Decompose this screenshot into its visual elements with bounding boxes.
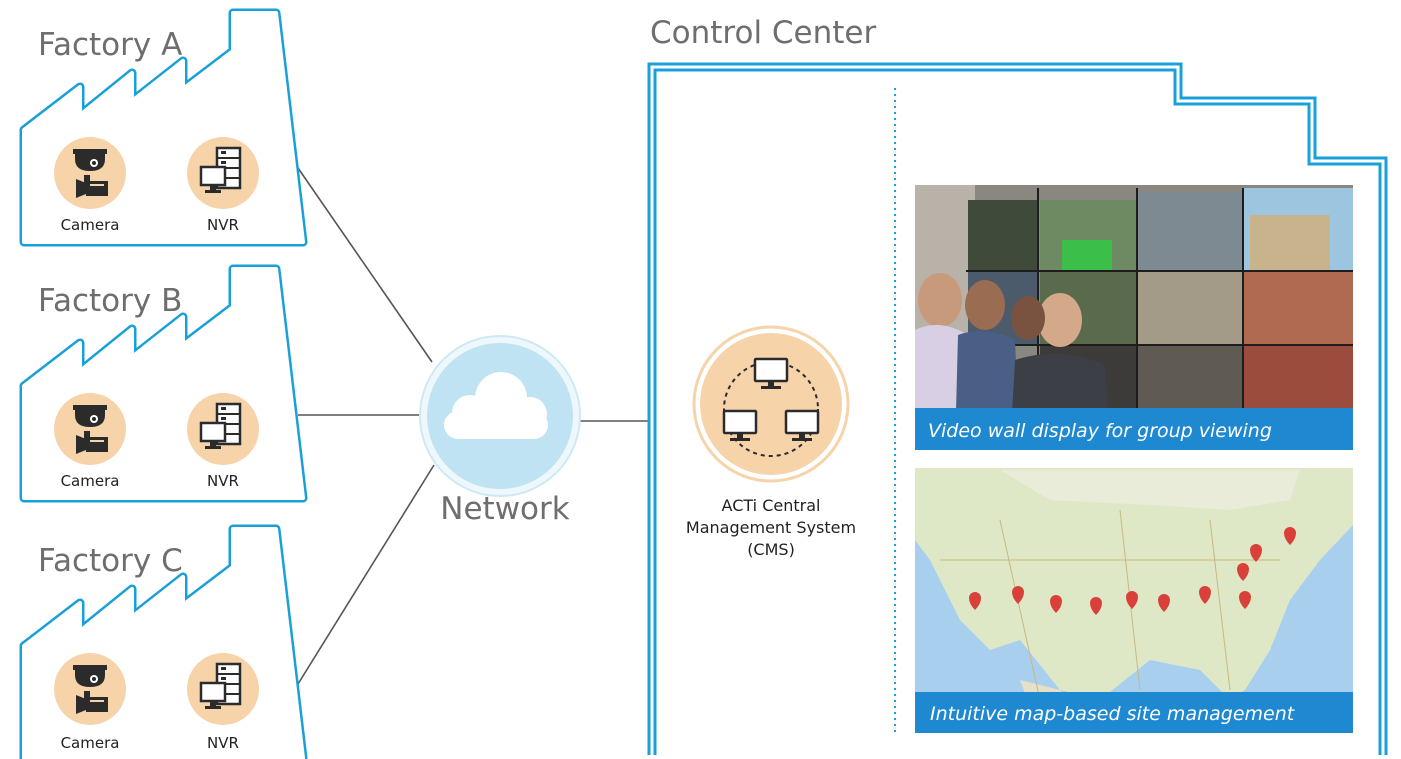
network-node: Network	[419, 335, 581, 527]
nvr-label: NVR	[207, 472, 239, 490]
nvr-label: NVR	[207, 734, 239, 752]
cms-label-line1: ACTi Central	[722, 496, 821, 515]
network-label: Network	[440, 491, 569, 527]
factory-a: Factory A Camera NVR	[24, 13, 303, 242]
camera-label: Camera	[61, 734, 120, 752]
connector-line-factory-c	[297, 464, 435, 685]
video-wall-caption-bar	[915, 408, 1353, 450]
map-pin-icon	[969, 527, 1296, 615]
factory-b-title: Factory B	[38, 283, 182, 319]
control-center-title: Control Center	[650, 15, 877, 51]
cms-label-line3: (CMS)	[747, 540, 795, 559]
network-ring	[723, 361, 819, 457]
camera-icon	[54, 137, 126, 209]
nvr-icon	[185, 651, 261, 727]
camera-label: Camera	[61, 216, 120, 234]
factory-c-title: Factory C	[38, 543, 183, 579]
map-caption-bar	[915, 692, 1353, 733]
map-caption: Intuitive map-based site management	[930, 703, 1296, 725]
control-center: Control Center ACTi Central Management S…	[647, 15, 1388, 755]
factory-c: Factory C Camera NVR	[24, 529, 303, 759]
camera-label: Camera	[61, 472, 120, 490]
cms-label-line2: Management System	[686, 518, 856, 537]
factory-b: Factory B Camera NVR	[24, 269, 303, 498]
factory-a-title: Factory A	[38, 27, 182, 63]
cms-node: ACTi Central Management System (CMS)	[686, 325, 856, 559]
camera-icon	[54, 653, 126, 725]
video-wall-caption: Video wall display for group viewing	[928, 420, 1272, 442]
nvr-label: NVR	[207, 216, 239, 234]
nvr-icon	[185, 135, 261, 211]
connector-line-factory-a	[297, 167, 433, 363]
cloud-icon	[444, 372, 548, 439]
nvr-icon	[185, 391, 261, 467]
camera-icon	[54, 393, 126, 465]
site-map	[915, 468, 1353, 733]
